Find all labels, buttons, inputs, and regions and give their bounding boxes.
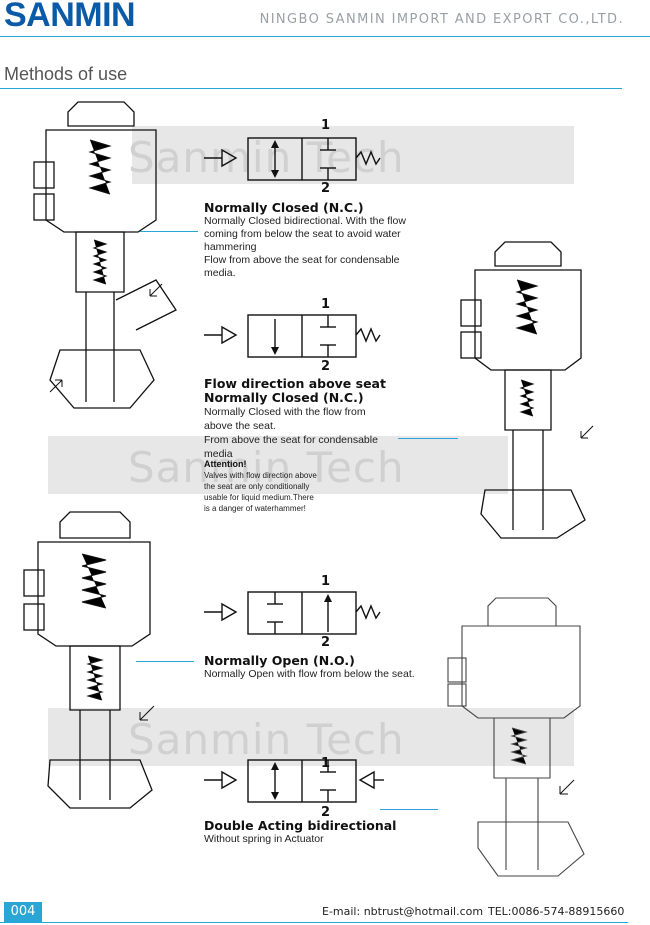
watermark-text: Sanmin Tech [128,443,405,492]
port-label-1: 1 [321,756,331,771]
pointer-line [380,809,438,810]
section-description: Normally Closed with the flow from above… [204,406,378,460]
valve-drawing-2 [460,241,594,539]
valve-drawing-3 [23,511,155,809]
valve-drawing-4 [447,597,585,877]
pointer-line [136,661,194,662]
footer-rule [0,922,628,923]
flow-arrow-icon [559,779,575,795]
section-subheading: Normally Closed (N.C.) [204,390,364,405]
valve-drawing-1 [33,101,177,409]
page-title: Methods of use [4,64,128,84]
port-label-1: 1 [321,574,331,589]
section-heading: Normally Open (N.O.) [204,653,355,668]
attention-note: Valves with flow direction above the sea… [204,471,317,513]
port-label-2: 2 [321,359,331,374]
attention-title: Attention! [204,459,247,469]
section-heading: Flow direction above seat [204,376,386,391]
flow-arrow-icon [49,379,63,393]
title-rule [0,88,622,89]
flow-arrow-icon [149,283,163,297]
watermark-text: Sanmin Tech [128,133,405,182]
pointer-line [140,231,198,232]
watermark-band-1 [132,126,574,184]
section-description: Without spring in Actuator [204,833,324,845]
flow-arrow-icon [139,705,155,721]
port-label-1: 1 [321,297,331,312]
header-rule [0,36,650,37]
port-label-2: 2 [321,181,331,196]
brand-logo: SANMIN [4,0,136,34]
flow-arrow-icon [580,425,594,439]
section-heading: Double Acting bidirectional [204,818,397,833]
valve-symbol-no [204,591,381,635]
valve-symbol-nc-above-seat [204,314,381,358]
valve-symbol-double-acting [204,759,384,803]
valve-symbol-nc-bidirectional [204,137,381,181]
section-description: Normally Closed bidirectional. With the … [204,215,406,279]
footer-phone: TEL:0086-574-88915660 [488,905,625,918]
footer-email: E-mail: nbtrust@hotmail.com [322,905,484,918]
company-name: NINGBO SANMIN IMPORT AND EXPORT CO.,LTD. [259,12,624,27]
watermark-text: Sanmin Tech [128,715,405,764]
page-number: 004 [4,902,42,922]
port-label-2: 2 [321,805,331,820]
pointer-line [398,438,458,439]
port-label-2: 2 [321,635,331,650]
section-heading: Normally Closed (N.C.) [204,200,364,215]
watermark-band-2 [48,436,508,494]
section-description: Normally Open with flow from below the s… [204,668,415,680]
port-label-1: 1 [321,118,331,133]
